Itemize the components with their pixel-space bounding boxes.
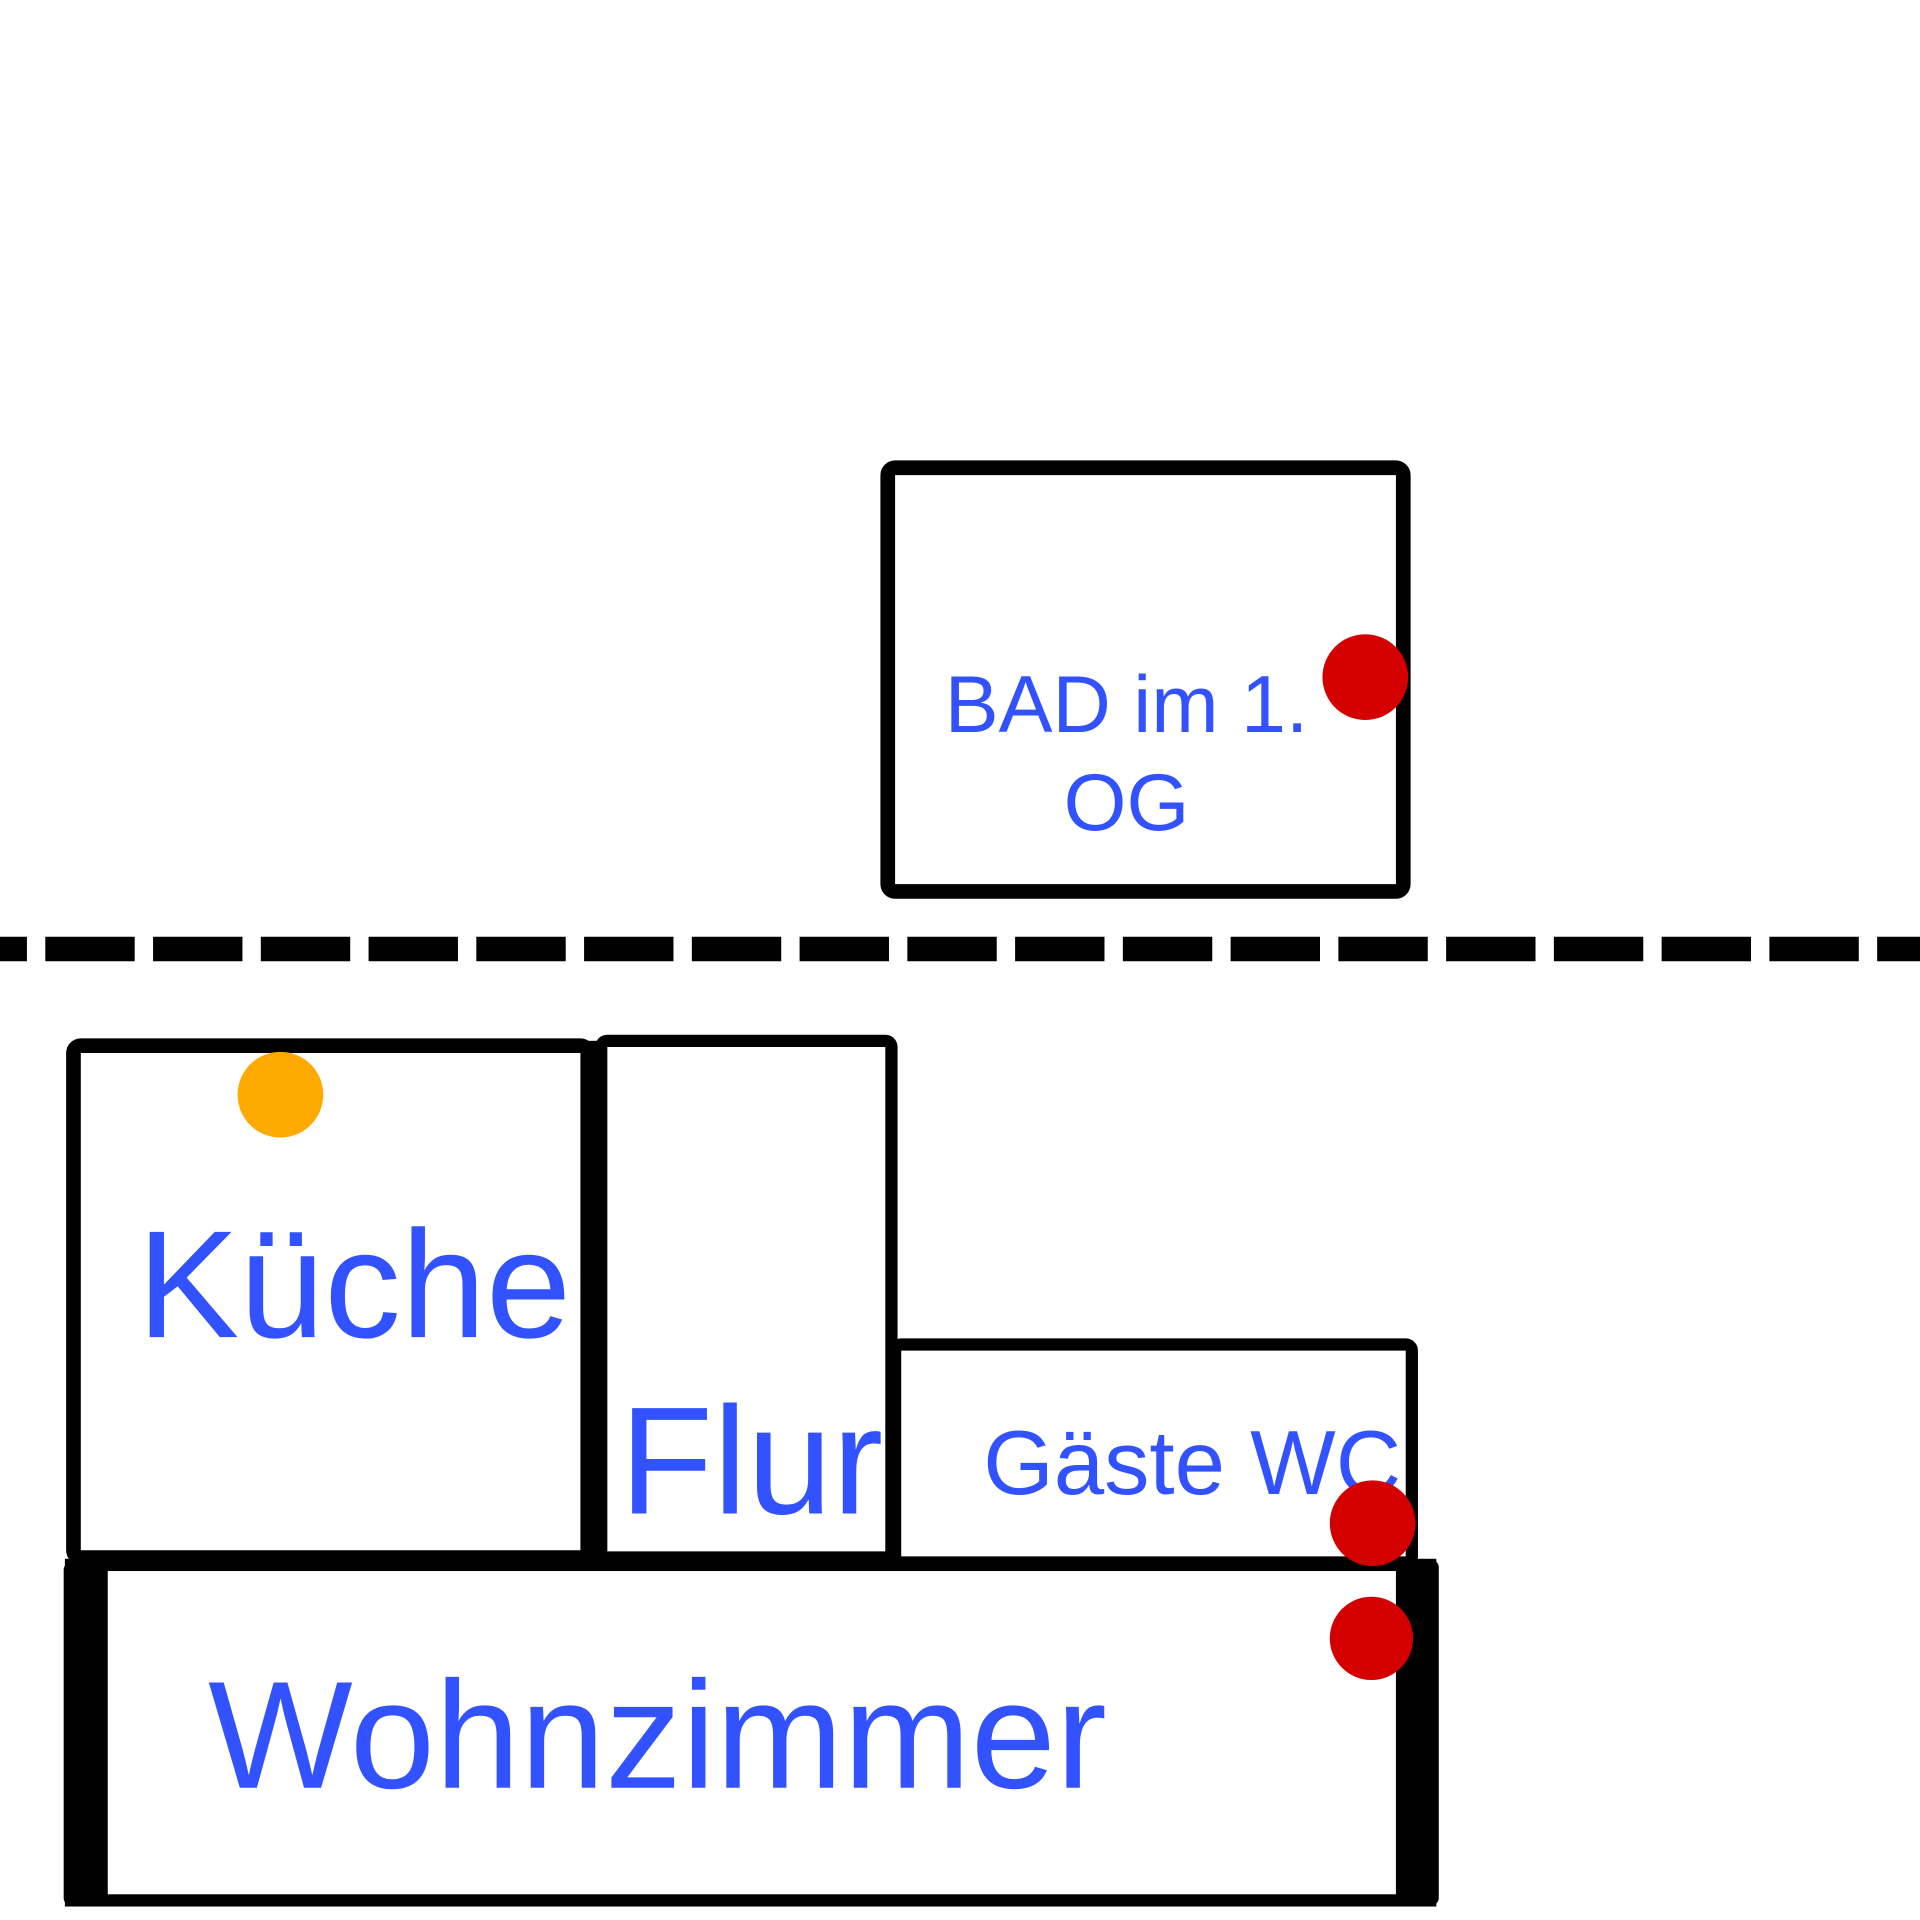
room-flur[interactable]: Flur: [585, 1034, 898, 1564]
room-kueche[interactable]: Küche: [66, 1038, 596, 1565]
kueche-label: Küche: [137, 1199, 571, 1370]
wohnzimmer-left-wall: [63, 1562, 108, 1906]
bad-label-line2: OG: [1064, 758, 1190, 848]
wohnzimmer-label: Wohnzimmer: [208, 1650, 1107, 1821]
room-wohnzimmer[interactable]: Wohnzimmer: [63, 1558, 1439, 1907]
kueche-warning-dot[interactable]: [237, 1051, 324, 1138]
gaeste-wc-label: Gäste WC: [983, 1413, 1401, 1514]
wohnzimmer-alert-dot[interactable]: [1329, 1596, 1414, 1680]
bad-alert-dot[interactable]: [1322, 634, 1409, 720]
wohnzimmer-walls: [64, 1558, 1437, 1907]
bad-label-line1: BAD im 1.: [945, 660, 1309, 750]
room-bad[interactable]: BAD im 1. OG: [880, 460, 1411, 899]
flur-label: Flur: [620, 1375, 884, 1546]
flur-left-wall: [585, 1040, 605, 1560]
gaeste-wc-alert-dot[interactable]: [1329, 1480, 1416, 1567]
